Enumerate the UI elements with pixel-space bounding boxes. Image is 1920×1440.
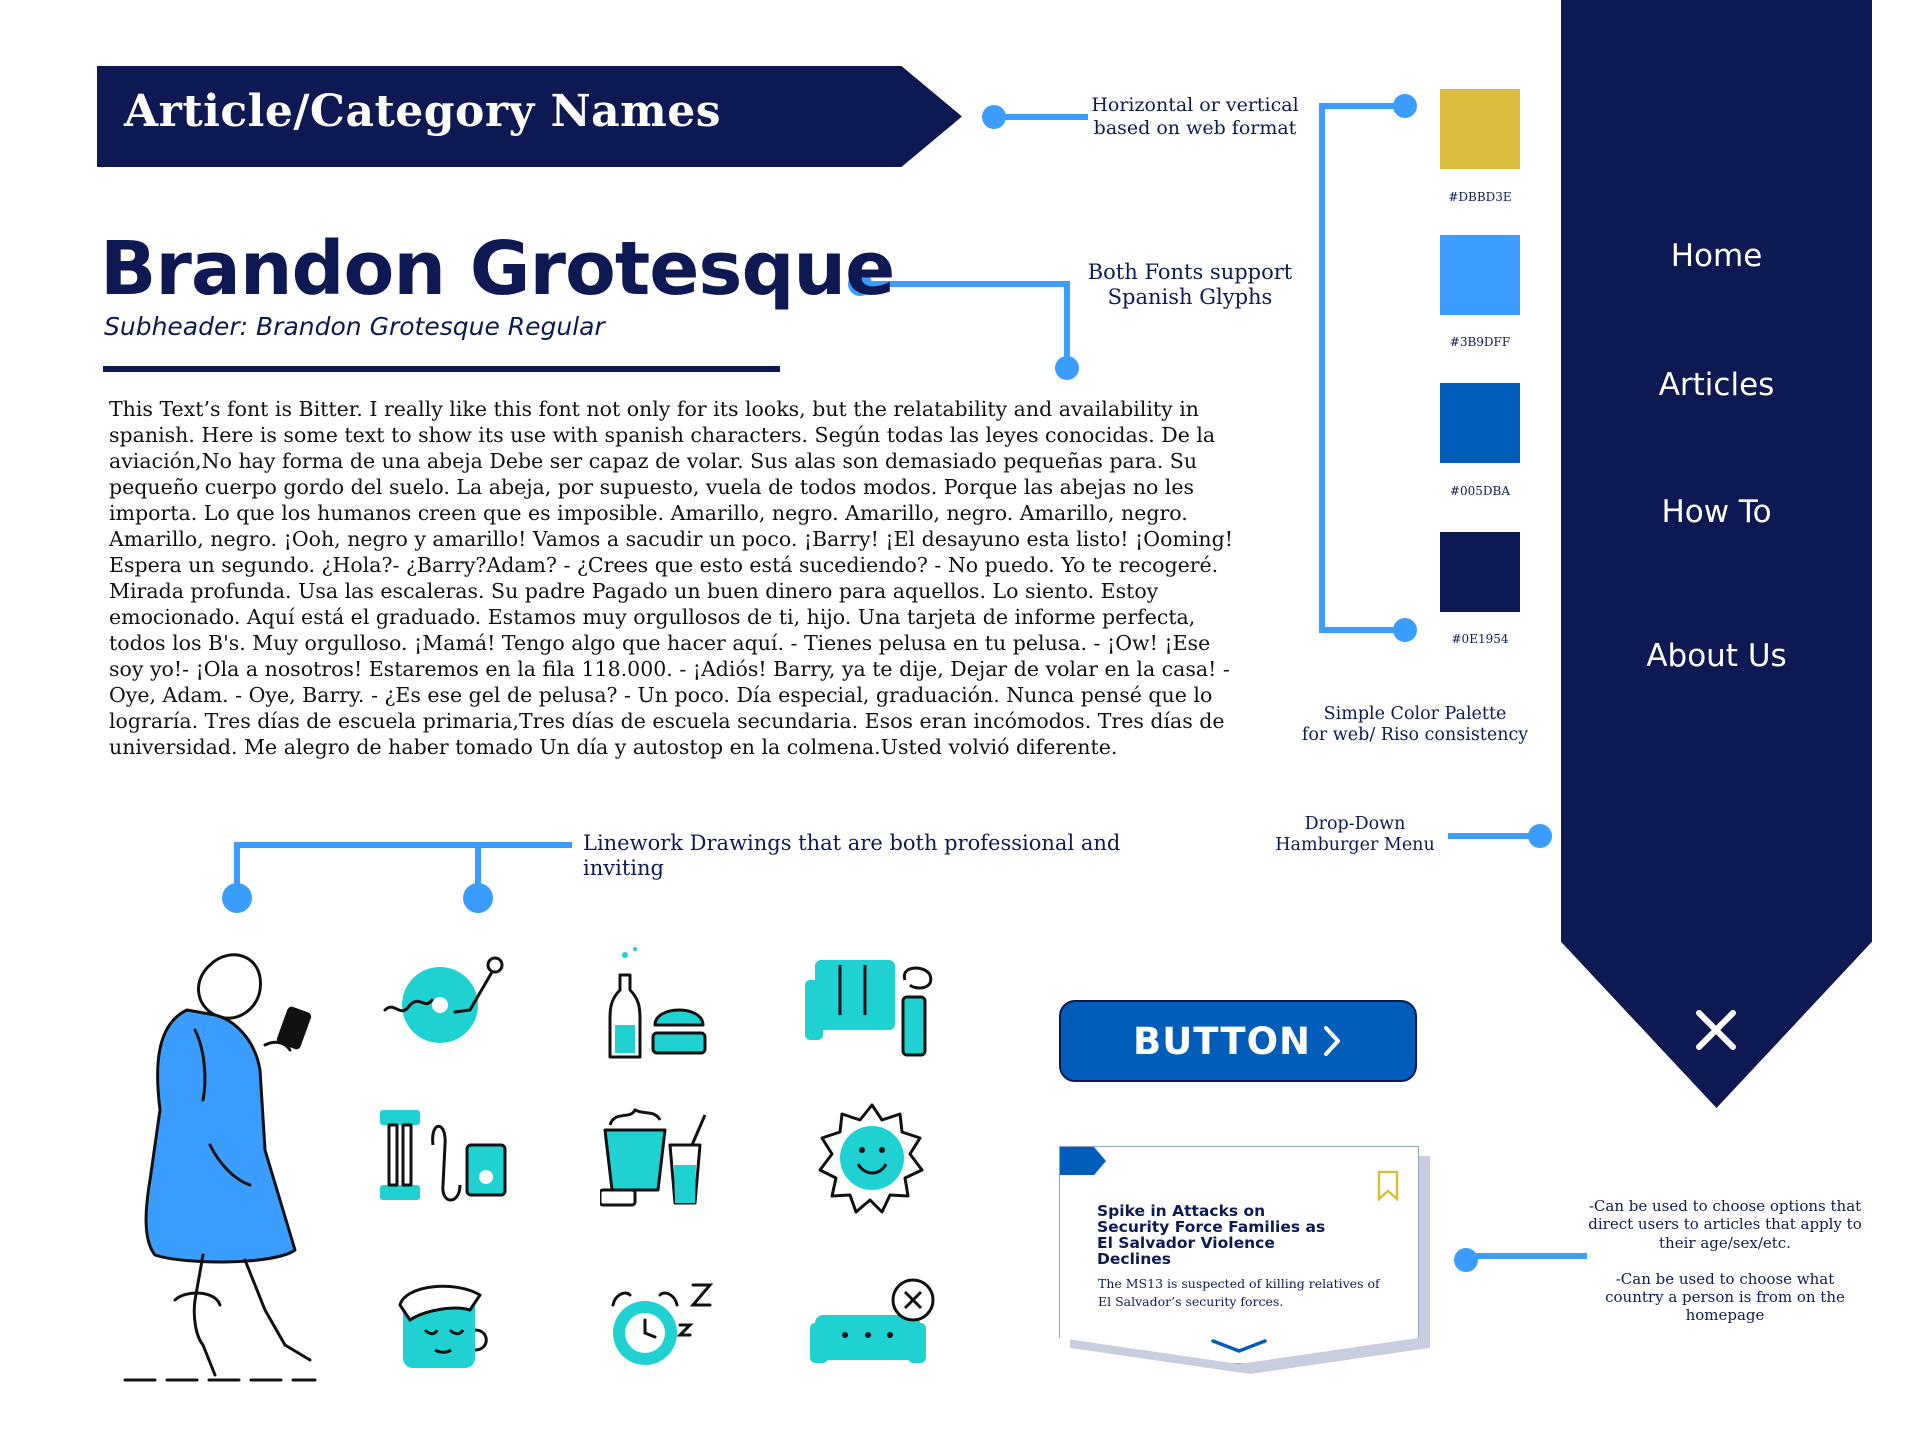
banner-title: Article/Category Names	[124, 86, 722, 137]
button-label: BUTTON	[1133, 1019, 1311, 1063]
swatch-label: #005DBA	[1449, 484, 1511, 498]
connector-dot	[222, 883, 252, 913]
popcorn-drink-icon	[600, 1108, 707, 1207]
connector-dot	[1393, 618, 1417, 642]
note-line: direct users to articles that apply to	[1588, 1215, 1862, 1234]
chevron-down-icon[interactable]	[1211, 1338, 1267, 1354]
connector-dot	[982, 105, 1006, 129]
note-line: -Can be used to choose what	[1615, 1269, 1835, 1288]
note-line: country a person is from on the	[1605, 1288, 1845, 1307]
note-line: their age/sex/etc.	[1659, 1233, 1791, 1252]
note-line: homepage	[1685, 1306, 1765, 1325]
note-palette: Simple Color Palette for web/ Riso consi…	[1290, 704, 1540, 746]
dumbbell-music-player-icon	[380, 1110, 507, 1202]
face-icon	[398, 1284, 488, 1368]
swatch-light-blue	[1440, 235, 1520, 315]
article-card[interactable]	[1059, 1146, 1419, 1364]
swatch-label: #3B9DFF	[1449, 335, 1511, 349]
connector-dot	[1454, 1248, 1478, 1272]
couch-icon	[810, 1278, 935, 1363]
note-line: Simple Color Palette	[1323, 704, 1507, 724]
connector-dot	[463, 883, 493, 913]
connector-dot	[1393, 94, 1417, 118]
note-line: for web/ Riso consistency	[1301, 725, 1529, 745]
chevron-right-icon	[1324, 1026, 1340, 1056]
note-spacer	[1585, 1252, 1865, 1270]
nav-item-home[interactable]: Home	[1670, 238, 1763, 274]
note-dropdown: Drop-Down Hamburger Menu	[1262, 814, 1448, 856]
swatch-blue	[1440, 383, 1520, 463]
card-flag-icon	[1060, 1147, 1106, 1175]
alarm-clock-sleep-icon	[611, 1283, 714, 1365]
note-line: Both Fonts support	[1087, 260, 1293, 284]
sofa-lamp-icon	[805, 960, 933, 1057]
divider-rule	[103, 366, 780, 372]
person-with-phone-illustration	[123, 953, 317, 1382]
connector-dot	[848, 272, 872, 296]
note-fonts-support: Both Fonts support Spanish Glyphs	[1080, 260, 1300, 310]
primary-button[interactable]: BUTTON	[1059, 1000, 1417, 1082]
category-banner[interactable]	[97, 66, 962, 167]
note-line: based on web format	[1093, 116, 1297, 139]
font-subheader: Subheader: Brandon Grotesque Regular	[104, 312, 605, 341]
hamburger-menu-panel	[1561, 0, 1872, 1108]
bookmark-icon[interactable]	[1376, 1170, 1400, 1202]
note-banner-format: Horizontal or vertical based on web form…	[1090, 94, 1300, 140]
note-card-usage: -Can be used to choose options that dire…	[1585, 1197, 1865, 1325]
record-player-icon	[383, 956, 504, 1043]
card-description: The MS13 is suspected of killing relativ…	[1098, 1276, 1380, 1309]
smiling-sun-icon	[818, 1103, 924, 1214]
nav-item-about-us[interactable]: About Us	[1646, 638, 1787, 674]
swatch-label: #DBBD3E	[1448, 190, 1512, 204]
bottle-burger-icon	[608, 947, 707, 1059]
body-text-sample: This Text’s font is Bitter. I really lik…	[109, 397, 1233, 759]
nav-item-articles[interactable]: Articles	[1658, 367, 1775, 403]
note-line: Spanish Glyphs	[1107, 285, 1273, 310]
swatch-navy	[1440, 532, 1520, 612]
note-line: -Can be used to choose options that	[1588, 1197, 1862, 1215]
nav-item-how-to[interactable]: How To	[1661, 494, 1772, 530]
note-line: Horizontal or vertical	[1091, 94, 1299, 116]
note-line: Hamburger Menu	[1275, 835, 1435, 855]
note-linework: Linework Drawings that are both professi…	[583, 831, 1121, 881]
card-title: Spike in Attacks on Security Force Famil…	[1097, 1202, 1326, 1268]
note-line: Drop-Down	[1304, 814, 1406, 834]
connector-dot	[1528, 824, 1552, 848]
swatch-label: #0E1954	[1451, 632, 1509, 646]
connector-dot	[1055, 356, 1079, 380]
swatch-gold	[1440, 89, 1520, 169]
close-icon[interactable]	[1691, 1005, 1741, 1055]
font-title: Brandon Grotesque	[100, 226, 895, 312]
